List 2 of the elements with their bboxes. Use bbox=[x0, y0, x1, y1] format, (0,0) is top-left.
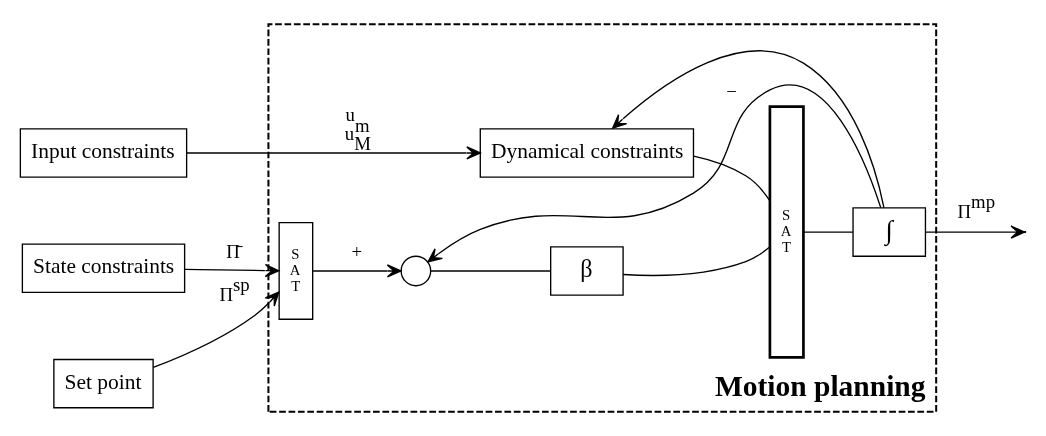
edge-label: − bbox=[726, 80, 737, 102]
edge-label: + bbox=[351, 241, 363, 263]
